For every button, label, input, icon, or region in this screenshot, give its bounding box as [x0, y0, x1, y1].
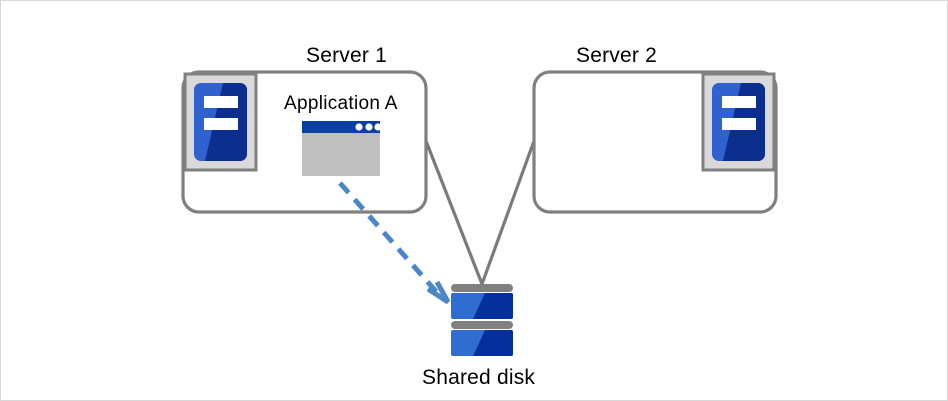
connector-server2-to-disk: [480, 140, 536, 285]
disk-platter-2: [451, 330, 513, 356]
server-icon-bar-2: [204, 118, 238, 130]
server-icon-body: [712, 83, 765, 161]
disk-platter-1: [451, 293, 513, 319]
connector-server1-to-disk: [424, 140, 484, 285]
disk-bar-middle: [451, 321, 513, 329]
application-label: Application A: [284, 93, 398, 114]
connector-lines: [424, 140, 536, 285]
server-2-label: Server 2: [576, 44, 657, 67]
server-icon-bar-1: [204, 96, 238, 108]
disk-bar-top: [451, 284, 513, 292]
window-dot-1: [355, 123, 363, 131]
server-icon-bar-2: [722, 118, 756, 130]
server-1-label: Server 1: [306, 44, 387, 67]
window-dot-3: [374, 123, 382, 131]
server-icon-bar-1: [722, 96, 756, 108]
application-window-icon[interactable]: [302, 121, 382, 176]
access-arrow: [338, 181, 451, 305]
server-2-icon: [701, 72, 776, 172]
window-dot-2: [365, 123, 373, 131]
shared-disk-label: Shared disk: [422, 366, 536, 389]
server-1-icon: [183, 72, 258, 172]
shared-disk-icon[interactable]: [451, 284, 513, 356]
access-arrow-line: [338, 181, 443, 299]
access-arrow-head: [426, 280, 451, 305]
server-icon-body: [194, 83, 247, 161]
